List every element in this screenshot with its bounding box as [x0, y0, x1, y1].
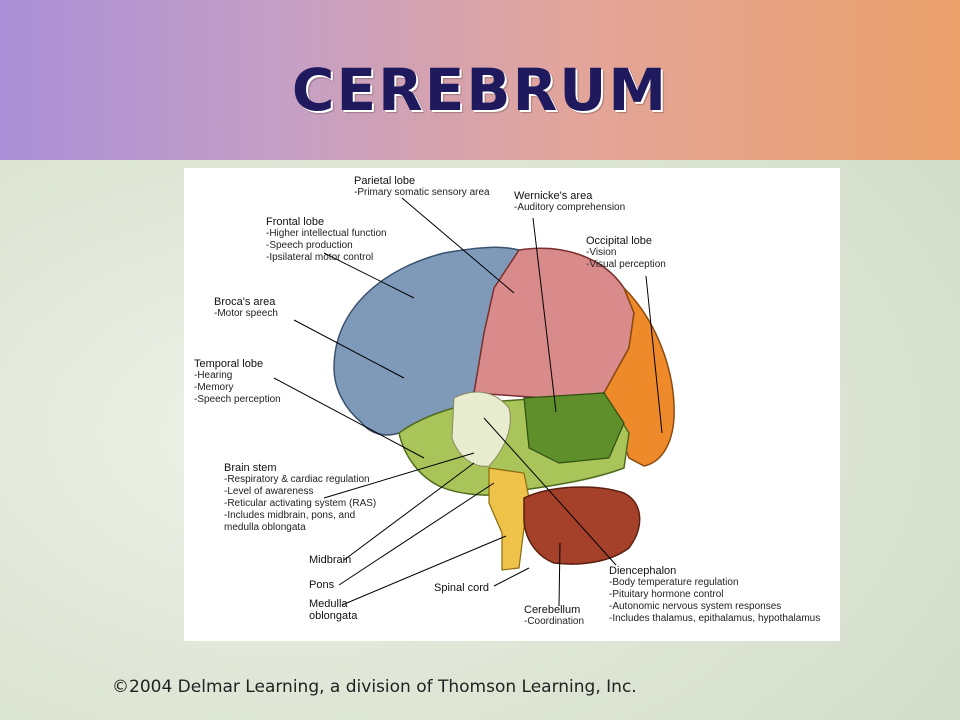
- label-wernicke-area: Wernicke's area -Auditory comprehension: [514, 190, 625, 214]
- label-midbrain: Midbrain: [309, 554, 351, 566]
- label-occipital-lobe: Occipital lobe -Vision -Visual perceptio…: [586, 235, 666, 271]
- brain-stem-desc-2: -Level of awareness: [224, 486, 314, 497]
- slide-title: CEREBRUM: [291, 56, 669, 124]
- occipital-lobe-name: Occipital lobe: [586, 235, 653, 247]
- temporal-lobe-desc-1: -Hearing: [194, 370, 233, 381]
- frontal-lobe-name: Frontal lobe: [266, 216, 325, 228]
- medulla-name: Medulla: [309, 598, 348, 610]
- brocas-area-name: Broca's area: [214, 296, 276, 308]
- label-brain-stem: Brain stem -Respiratory & cardiac regula…: [224, 462, 376, 534]
- copyright-footer: ©2004 Delmar Learning, a division of Tho…: [112, 677, 637, 697]
- cerebellum-desc-1: -Coordination: [524, 616, 585, 627]
- cerebellum-name: Cerebellum: [524, 604, 581, 616]
- midbrain-name: Midbrain: [309, 554, 352, 566]
- label-medulla-oblongata: Medulla oblongata: [309, 598, 357, 622]
- label-spinal-cord: Spinal cord: [434, 582, 489, 594]
- label-brocas-area: Broca's area -Motor speech: [214, 296, 278, 320]
- wernicke-area-region: [523, 392, 625, 464]
- label-temporal-lobe: Temporal lobe -Hearing -Memory -Speech p…: [194, 358, 281, 406]
- pons-name: Pons: [309, 579, 335, 591]
- occipital-lobe-desc-1: -Vision: [586, 247, 617, 258]
- brain-stem-desc-4: -Includes midbrain, pons, and: [224, 510, 356, 521]
- temporal-lobe-desc-2: -Memory: [194, 382, 234, 393]
- diencephalon-name: Diencephalon: [609, 565, 677, 577]
- frontal-lobe-desc-2: -Speech production: [266, 240, 353, 251]
- diencephalon-desc-1: -Body temperature regulation: [609, 577, 739, 588]
- brain-stem-desc-1: -Respiratory & cardiac regulation: [224, 474, 370, 485]
- diencephalon-desc-4: -Includes thalamus, epithalamus, hypotha…: [609, 613, 821, 624]
- wernicke-area-desc-1: -Auditory comprehension: [514, 202, 626, 213]
- occipital-lobe-desc-2: -Visual perception: [586, 259, 666, 270]
- frontal-lobe-desc-1: -Higher intellectual function: [266, 228, 387, 239]
- brocas-area-desc-1: -Motor speech: [214, 308, 278, 319]
- brain-diagram: Parietal lobe -Primary somatic sensory a…: [184, 168, 840, 641]
- brain-stem-name: Brain stem: [224, 462, 277, 474]
- label-pons: Pons: [309, 579, 334, 591]
- label-cerebellum: Cerebellum -Coordination: [524, 604, 584, 628]
- frontal-lobe-desc-3: -Ipsilateral motor control: [266, 252, 374, 263]
- brain-illustration: [273, 197, 675, 607]
- diencephalon-region: [451, 391, 511, 467]
- parietal-lobe-desc-1: -Primary somatic sensory area: [354, 187, 490, 198]
- cerebellum-region: [523, 486, 641, 565]
- label-frontal-lobe: Frontal lobe -Higher intellectual functi…: [266, 216, 387, 264]
- brainstem-region: [488, 467, 530, 571]
- wernicke-area-name: Wernicke's area: [514, 190, 593, 202]
- spinal-cord-name: Spinal cord: [434, 582, 490, 594]
- brain-stem-desc-5: medulla oblongata: [224, 522, 306, 533]
- temporal-lobe-desc-3: -Speech perception: [194, 394, 281, 405]
- parietal-lobe-region: [473, 247, 635, 399]
- medulla-name-line2: oblongata: [309, 610, 358, 622]
- diencephalon-desc-2: -Pituitary hormone control: [609, 589, 724, 600]
- label-parietal-lobe: Parietal lobe -Primary somatic sensory a…: [354, 175, 490, 199]
- diencephalon-desc-3: -Autonomic nervous system responses: [609, 601, 782, 612]
- title-banner: [0, 0, 960, 160]
- label-diencephalon: Diencephalon -Body temperature regulatio…: [609, 565, 820, 625]
- temporal-lobe-name: Temporal lobe: [194, 358, 264, 370]
- brain-stem-desc-3: -Reticular activating system (RAS): [224, 498, 377, 509]
- leader-lines: [273, 197, 663, 607]
- parietal-lobe-name: Parietal lobe: [354, 175, 416, 187]
